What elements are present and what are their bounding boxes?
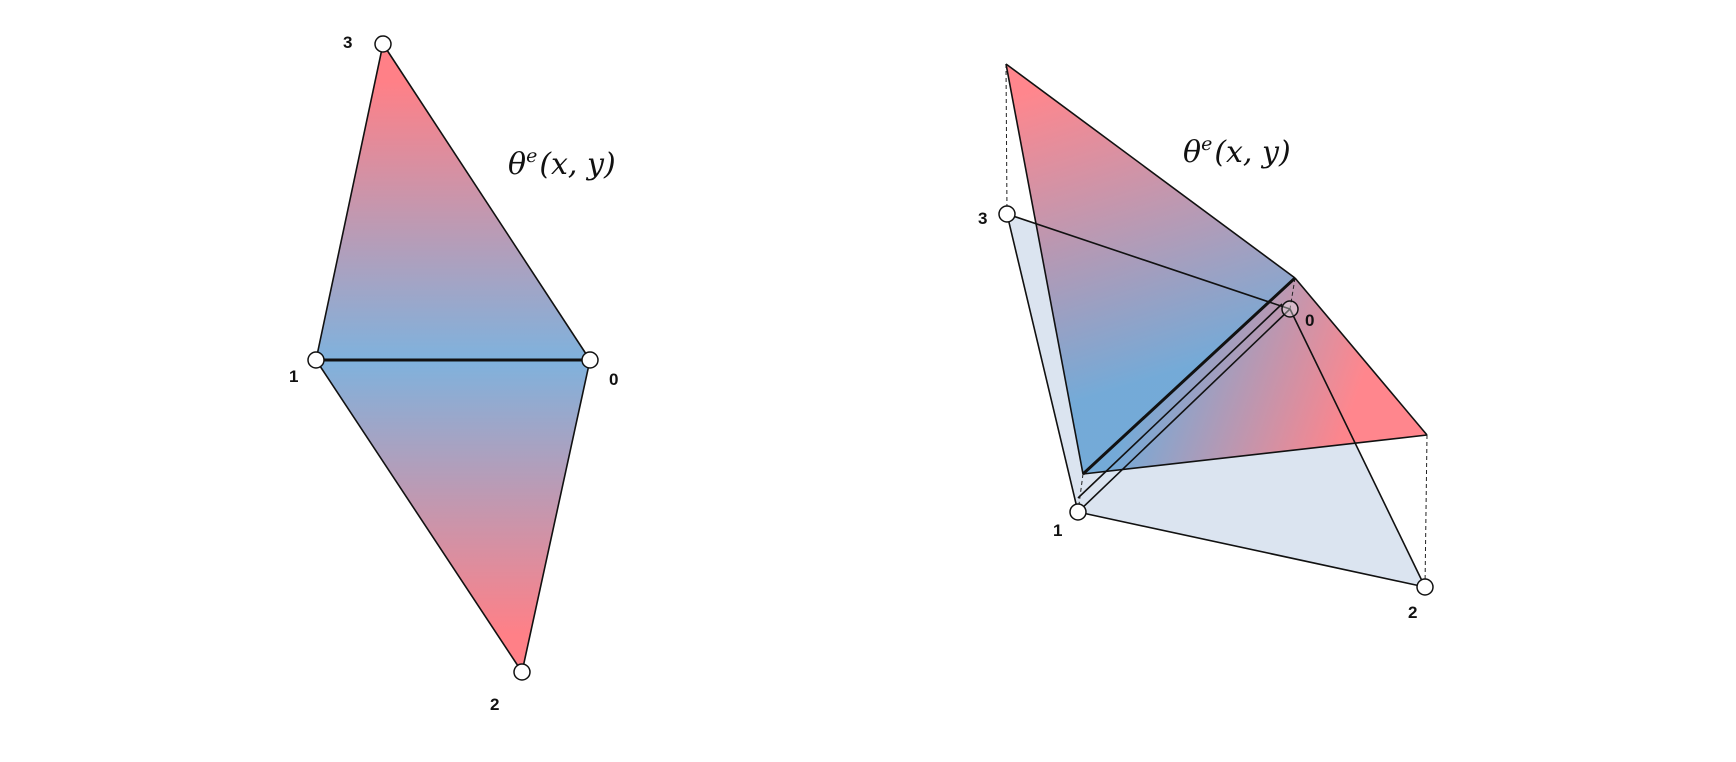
right-surface-edge-0-2 [1294,277,1428,436]
right-function-label: θe(x, y) [1183,133,1291,170]
left-node-1 [307,351,325,369]
left-lower-triangle [316,360,590,672]
right-surface-upper [1006,64,1295,474]
right-surface-edge-3-1 [1005,63,1084,475]
right-projection-2 [1424,434,1428,588]
right-base-edge-1-2 [1077,511,1426,588]
left-function-base: θ [508,147,526,182]
left-node-label-2: 2 [490,695,499,714]
right-base-edge-3-0 [1006,213,1291,310]
right-node-2 [1416,578,1434,596]
right-node-0 [1281,300,1299,318]
right-node-3 [998,205,1016,223]
right-node-label-1: 1 [1053,521,1062,540]
left-edge-1-2 [315,359,523,673]
right-surface-edge-1-2 [1082,434,1428,475]
left-node-2 [513,663,531,681]
left-upper-triangle [316,44,590,360]
right-base-edge-0-2 [1289,308,1426,588]
left-diagram: 3 1 0 2 θe(x, y) [289,33,618,714]
left-node-label-1: 1 [289,367,298,386]
right-projection-3 [1005,63,1008,215]
left-function-superscript: e [526,145,537,167]
left-node-0 [581,351,599,369]
right-node-label-0: 0 [1305,311,1314,330]
right-surface-shared-edge [1081,276,1297,476]
left-edge-0-2 [521,359,591,673]
left-function-label: θe(x, y) [508,145,616,182]
left-node-3 [374,35,392,53]
right-projection-0 [1289,277,1296,310]
right-function-args: (x, y) [1214,135,1290,170]
right-node-label-2: 2 [1408,603,1417,622]
right-surface-edge-3-0 [1005,63,1296,279]
right-diagram: 3 0 1 2 θe(x, y) [978,63,1434,622]
right-node-1 [1069,503,1087,521]
right-node-label-3: 3 [978,209,987,228]
right-function-base: θ [1183,135,1201,170]
left-edge-3-1 [315,43,384,361]
left-node-label-3: 3 [343,33,352,52]
left-edge-3-0 [382,43,591,361]
right-base-edge-3-1 [1006,213,1079,513]
right-base-edge-1-0-parallel [1077,303,1283,499]
right-function-superscript: e [1201,133,1212,155]
left-node-label-0: 0 [609,370,618,389]
right-base-edge-0-1 [1077,308,1291,513]
left-function-args: (x, y) [539,147,615,182]
